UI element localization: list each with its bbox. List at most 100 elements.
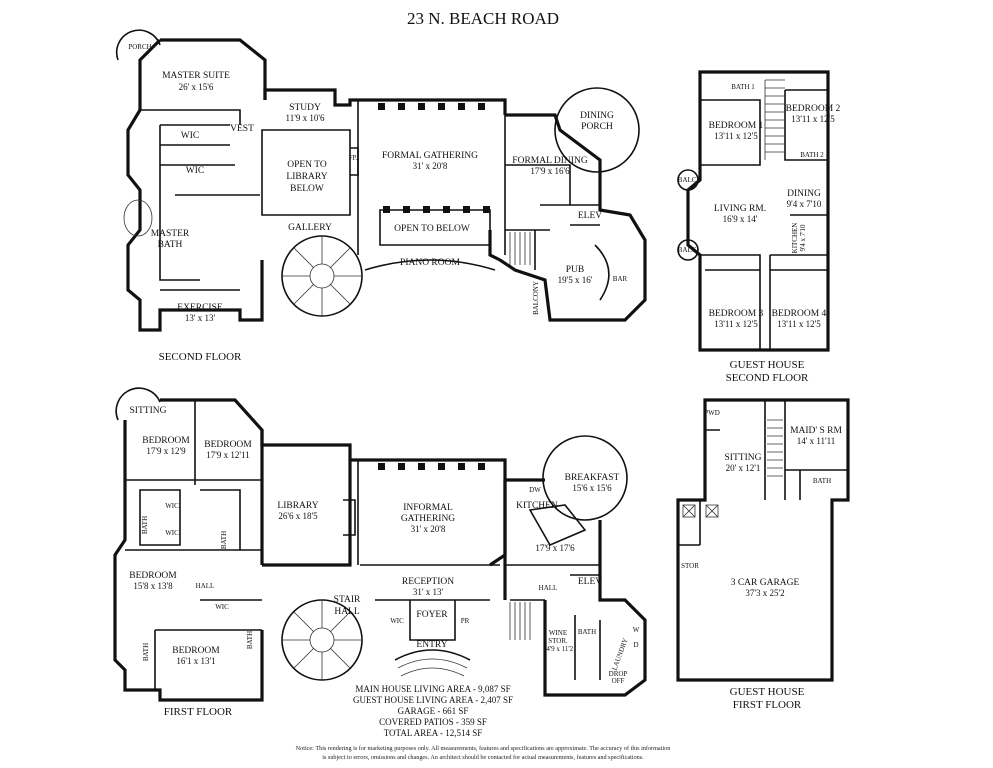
guest-first-interior bbox=[678, 400, 848, 546]
garage-dim: 37'3 x 25'2 bbox=[745, 588, 784, 598]
informal-gathering-columns bbox=[378, 463, 485, 470]
plan-title: 23 N. BEACH ROAD bbox=[407, 9, 559, 28]
guest-bedroom3-label: BEDROOM 3 bbox=[709, 309, 764, 319]
study-label: STUDY bbox=[289, 103, 321, 113]
bedroom-c-dim: 15'8 x 13'8 bbox=[133, 581, 173, 591]
first-elev-label: ELEV bbox=[578, 577, 602, 587]
porch-label: PORCH bbox=[128, 43, 151, 51]
first-floor-label: FIRST FLOOR bbox=[164, 706, 233, 718]
library-walls bbox=[260, 430, 352, 567]
guest-balcony-1 bbox=[677, 169, 699, 191]
guest-living-label: LIVING RM. bbox=[714, 204, 766, 214]
kitchen-island bbox=[505, 504, 600, 601]
formal-gathering-label: FORMAL GATHERING bbox=[382, 151, 478, 161]
stair-hall-label-2: HALL bbox=[334, 607, 360, 617]
gallery-label: GALLERY bbox=[288, 223, 332, 233]
open-library-label-2: LIBRARY bbox=[286, 172, 327, 182]
entry-label: ENTRY bbox=[416, 640, 447, 650]
guest-bedroom1-label: BEDROOM 1 bbox=[709, 121, 764, 131]
library-fireplace bbox=[343, 499, 356, 536]
bedroom-d-label: BEDROOM bbox=[172, 646, 220, 656]
exercise-label: EXERCISE bbox=[177, 303, 223, 313]
open-to-library bbox=[261, 129, 351, 216]
second-left-wing-walls bbox=[126, 38, 267, 332]
guest-second-floor-plan: BATH 1 BEDROOM 1 13'11 x 12'5 BEDROOM 2 … bbox=[677, 70, 841, 384]
wine-label-2: STOR. bbox=[548, 637, 568, 645]
guest-bedroom4-label: BEDROOM 4 bbox=[772, 309, 827, 319]
drop-label-1: DROP bbox=[609, 670, 628, 678]
guest-balcony-2 bbox=[677, 239, 699, 261]
library-dim: 26'6 x 18'5 bbox=[278, 511, 318, 521]
bar-label: BAR bbox=[613, 275, 628, 283]
second-left-interior bbox=[140, 109, 260, 291]
guest-first-label-2: FIRST FLOOR bbox=[733, 699, 802, 711]
open-below-label: OPEN TO BELOW bbox=[394, 224, 470, 234]
guest-second-label-1: GUEST HOUSE bbox=[730, 359, 805, 371]
master-suite-dim: 26' x 15'6 bbox=[179, 82, 214, 92]
garage-storage-box-1 bbox=[682, 504, 696, 518]
dining-porch-label-1: DINING bbox=[580, 111, 614, 121]
dryer-label: D bbox=[633, 641, 638, 649]
wine-walls bbox=[574, 615, 601, 680]
washer-label: W bbox=[633, 626, 640, 634]
reception-dim: 31' x 13' bbox=[413, 587, 444, 597]
vest-label: VEST bbox=[230, 124, 254, 134]
balcony-label: BALCONY bbox=[532, 281, 540, 315]
bar-counter bbox=[594, 244, 610, 301]
formal-gathering-dim: 31' x 20'8 bbox=[413, 161, 448, 171]
kitchen-dim: 17'9 x 17'6 bbox=[535, 543, 575, 553]
formal-dining-label: FORMAL DINING bbox=[512, 156, 588, 166]
formal-dining-dim: 17'9 x 16'6 bbox=[530, 166, 570, 176]
bedroom-d-dim: 16'1 x 13'1 bbox=[176, 656, 215, 666]
kitchen-walls bbox=[503, 478, 647, 697]
bath-a-label: BATH bbox=[141, 516, 149, 534]
area-guest-house: GUEST HOUSE LIVING AREA - 2,407 SF bbox=[353, 695, 513, 705]
pr-label: PR bbox=[461, 617, 470, 625]
guest-sitting-label: SITTING bbox=[725, 453, 762, 463]
second-right-walls bbox=[488, 113, 647, 322]
bedroom-b-label: BEDROOM bbox=[204, 440, 252, 450]
entry-steps-lines bbox=[397, 658, 468, 677]
guest-bath-label: BATH bbox=[813, 477, 831, 485]
hall-b-label: HALL bbox=[539, 584, 558, 592]
first-floor-plan: SITTING BEDROOM 17'9 x 12'9 BEDROOM 17'9… bbox=[113, 387, 647, 718]
porch-outline bbox=[115, 29, 161, 61]
entry-steps bbox=[394, 649, 471, 661]
breakfast-circle bbox=[542, 435, 628, 521]
notice-line-1: Notice: This rendering is for marketing … bbox=[296, 745, 671, 752]
sitting-label: SITTING bbox=[130, 406, 167, 416]
drop-label-2: OFF bbox=[612, 677, 625, 685]
wic-b-label: WIC bbox=[165, 529, 179, 537]
bedroom-a-dim: 17'9 x 12'9 bbox=[146, 446, 186, 456]
guest-second-interior bbox=[700, 89, 828, 350]
first-stair-lines bbox=[509, 602, 531, 640]
area-garage: GARAGE - 661 SF bbox=[398, 706, 469, 716]
maids-room-label: MAID' S RM bbox=[790, 426, 842, 436]
pub-dim: 19'5 x 16' bbox=[558, 275, 593, 285]
kitchen-label: KITCHEN bbox=[516, 501, 558, 511]
bath-d-label: BATH bbox=[246, 631, 254, 649]
library-label: LIBRARY bbox=[277, 501, 318, 511]
wic-c-label: WIC bbox=[215, 603, 229, 611]
first-spiral-stair-treads bbox=[282, 600, 362, 680]
bath-e-label: BATH bbox=[578, 628, 596, 636]
guest-first-stair-lines bbox=[767, 419, 783, 477]
elev-label: ELEV bbox=[578, 211, 602, 221]
guest-stor-label: STOR bbox=[681, 562, 699, 570]
pub-label: PUB bbox=[566, 265, 584, 275]
bedroom-a-label: BEDROOM bbox=[142, 436, 190, 446]
master-suite-label: MASTER SUITE bbox=[162, 71, 230, 81]
wine-dim: 14'9 x 11'2 bbox=[543, 645, 574, 653]
master-tub bbox=[123, 199, 153, 237]
fp-label: FP. bbox=[349, 154, 358, 162]
guest-dining-dim: 9'4 x 7'10 bbox=[787, 199, 822, 209]
dw-label: DW bbox=[529, 486, 541, 494]
guest-dining-label: DINING bbox=[787, 189, 821, 199]
guest-bedroom1-dim: 13'11 x 12'5 bbox=[714, 131, 758, 141]
guest-balc2-label: BALC. bbox=[678, 246, 699, 254]
wic2-label: WIC bbox=[186, 166, 204, 176]
open-library-label-1: OPEN TO bbox=[287, 160, 327, 170]
exercise-dim: 13' x 13' bbox=[185, 313, 216, 323]
bath-b-label: BATH bbox=[220, 531, 228, 549]
